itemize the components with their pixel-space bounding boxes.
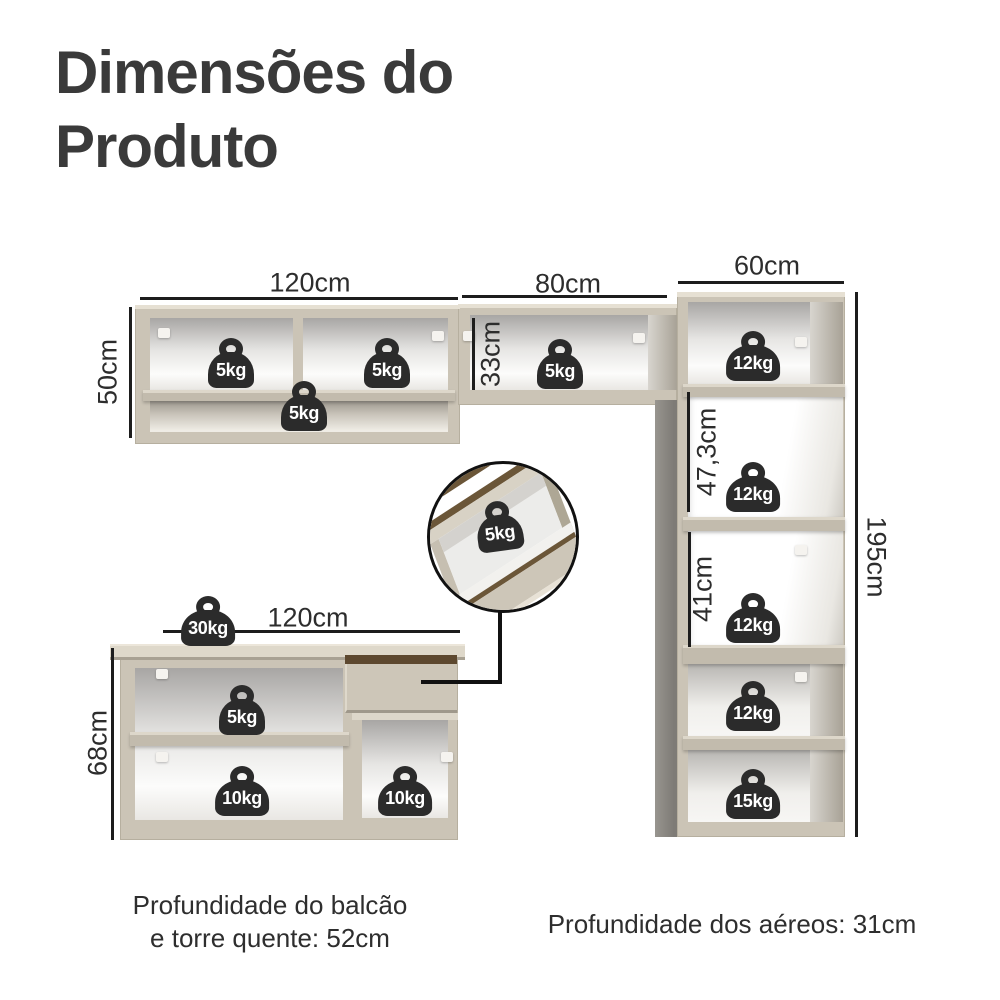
footnote-counter-depth-line2: e torre quente: 52cm	[150, 923, 390, 953]
weight-label: 10kg	[385, 787, 425, 808]
cabinet-top-edge	[677, 292, 845, 297]
dimension-label-tower-section2: 47,3cm	[691, 407, 722, 497]
weight-icon: 30kg	[181, 596, 235, 646]
hinge	[432, 331, 444, 341]
footnote-aerial-depth: Profundidade dos aéreos: 31cm	[547, 909, 917, 939]
weight-label: 5kg	[215, 359, 247, 380]
weight-icon: 5kg	[364, 338, 410, 388]
weight-icon: 15kg	[726, 769, 780, 819]
dimension-line-aerial-mid-width	[462, 295, 667, 298]
hinge	[463, 331, 475, 341]
weight-icon: 12kg	[726, 593, 780, 643]
page-title: Dimensões do Produto	[55, 36, 454, 184]
dimension-line-tower-section3	[688, 532, 691, 647]
weight-icon: 12kg	[726, 331, 780, 381]
weight-label: 12kg	[733, 702, 773, 723]
dimension-label-aerial-mid-height: 33cm	[475, 320, 506, 388]
cabinet-top-edge	[135, 305, 460, 309]
drawer-front	[345, 664, 457, 713]
hinge	[158, 328, 170, 338]
tower-side-wall	[810, 664, 843, 736]
dimension-line-aerial-left-height	[129, 307, 132, 438]
tower-side-wall	[810, 750, 843, 822]
cabinet-top-edge	[458, 304, 677, 308]
dimension-label-tower-section3: 41cm	[687, 555, 718, 623]
tower-shelf	[683, 517, 845, 531]
weight-icon: 5kg	[281, 381, 327, 431]
dimension-label-counter-width: 120cm	[267, 602, 349, 633]
dimension-label-counter-height: 68cm	[82, 709, 113, 777]
weight-icon: 5kg	[473, 498, 526, 554]
dimension-label-tower-height: 195cm	[861, 516, 892, 598]
weight-icon: 5kg	[219, 685, 265, 735]
dimension-label-tower-width: 60cm	[733, 250, 801, 281]
weight-label: 10kg	[222, 787, 262, 808]
footnote-counter-depth-line1: Profundidade do balcão	[132, 890, 408, 920]
dimension-line-tower-width	[678, 281, 844, 284]
dimension-line-aerial-left-width	[140, 297, 458, 300]
page-title-line1: Dimensões do	[55, 39, 454, 106]
drawer-gap	[345, 655, 457, 664]
page-title-line2: Produto	[55, 113, 279, 180]
hinge	[156, 752, 168, 762]
weight-label: 5kg	[288, 402, 320, 423]
weight-label: 5kg	[371, 359, 403, 380]
dimension-line-tower-height	[855, 292, 858, 837]
weight-icon: 10kg	[215, 766, 269, 816]
cabinet-side-wall	[648, 315, 677, 390]
weight-icon: 5kg	[208, 338, 254, 388]
dimension-line-tower-section2	[687, 392, 690, 512]
weight-icon: 12kg	[726, 681, 780, 731]
weight-label: 15kg	[733, 790, 773, 811]
tower-side-wall	[810, 302, 843, 384]
hinge	[795, 672, 807, 682]
weight-icon: 12kg	[726, 462, 780, 512]
niche-top-edge	[352, 713, 458, 720]
dimension-label-aerial-mid-width: 80cm	[534, 268, 602, 299]
hinge	[156, 669, 168, 679]
weight-label: 12kg	[733, 483, 773, 504]
weight-label: 12kg	[733, 352, 773, 373]
hinge	[633, 333, 645, 343]
dimension-line-counter-width	[163, 630, 460, 633]
tower-side-panel	[655, 400, 677, 837]
hinge	[441, 752, 453, 762]
weight-label: 5kg	[226, 706, 258, 727]
dimension-line-aerial-mid-height	[472, 318, 475, 390]
weight-label: 12kg	[733, 614, 773, 635]
hinge	[795, 545, 807, 555]
tower-shelf	[683, 736, 845, 750]
dimension-line-counter-height	[111, 648, 114, 840]
dimension-label-aerial-left-width: 120cm	[269, 267, 351, 298]
weight-icon: 5kg	[537, 339, 583, 389]
tower-shelf	[683, 645, 845, 664]
weight-icon: 10kg	[378, 766, 432, 816]
weight-label: 5kg	[483, 520, 517, 545]
dimension-label-aerial-left-height: 50cm	[92, 338, 123, 406]
weight-label: 5kg	[544, 360, 576, 381]
callout-connector-horizontal	[421, 680, 502, 684]
tower-shelf	[683, 384, 845, 397]
hinge	[795, 337, 807, 347]
weight-label: 30kg	[188, 617, 228, 638]
callout-connector-vertical	[498, 611, 502, 684]
footnote-counter-depth: Profundidade do balcão e torre quente: 5…	[115, 889, 425, 955]
